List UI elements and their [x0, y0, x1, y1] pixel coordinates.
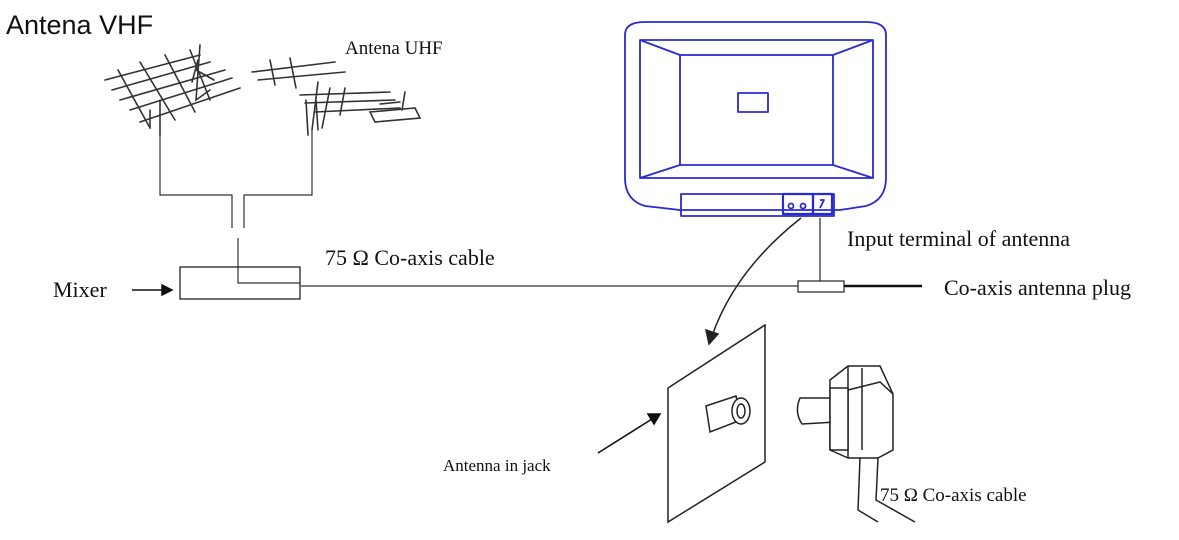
antenna-vhf-label: Antena VHF [6, 10, 154, 40]
mixer-arrow [132, 283, 174, 297]
coax-cable-top-label: 75 Ω Co-axis cable [325, 245, 495, 270]
coax-plug-drawing [796, 365, 916, 523]
terminal-to-jack-arrow [704, 217, 802, 346]
mixer-box [179, 266, 301, 300]
antenna-in-jack-label: Antenna in jack [443, 456, 551, 475]
coax-cable-bottom-label: 75 Ω Co-axis cable [880, 485, 1027, 506]
coax-plug-label: Co-axis antenna plug [944, 275, 1131, 300]
mixer-label: Mixer [53, 277, 107, 302]
antenna-feed-lines [159, 130, 313, 284]
antenna-uhf-label: Antena UHF [345, 38, 443, 59]
wall-jack-plate [667, 323, 766, 524]
coax-plug-connector [797, 280, 845, 293]
uhf-antenna-drawing [251, 57, 422, 136]
input-terminal-label: Input terminal of antenna [847, 226, 1070, 251]
television-back [624, 21, 887, 217]
vhf-antenna-drawing [104, 44, 241, 136]
jack-pointer-arrow [597, 413, 662, 454]
